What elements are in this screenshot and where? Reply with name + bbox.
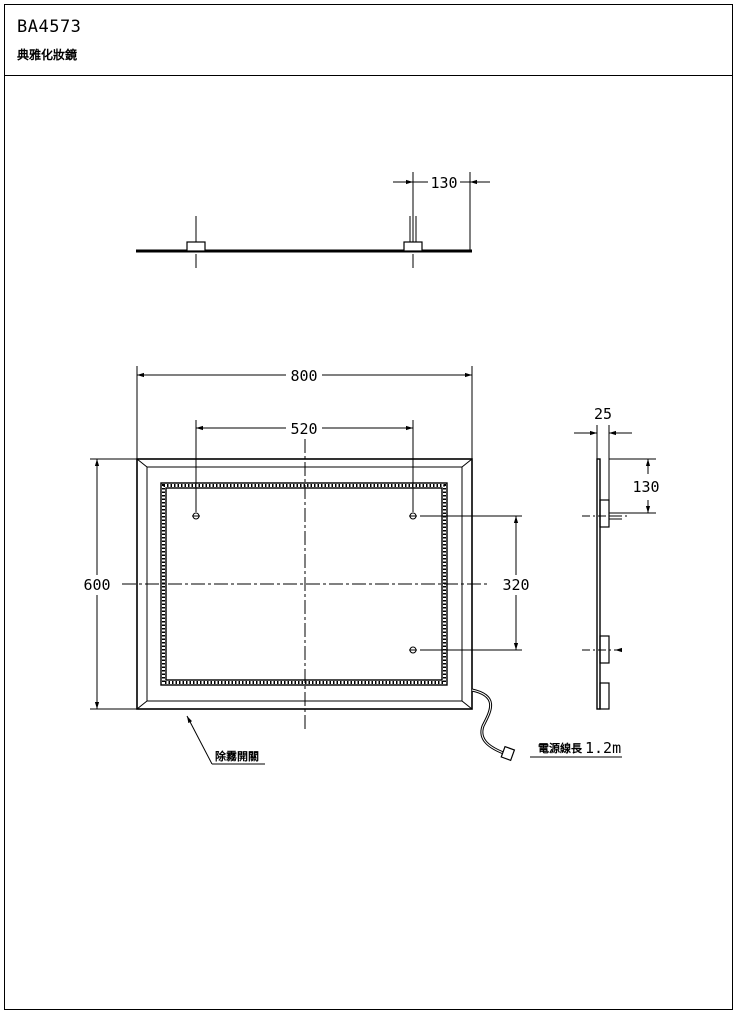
cord-label: 電源線長 [538, 741, 583, 755]
model-code: BA4573 [17, 17, 82, 37]
dim-top-offset: 130 [430, 174, 457, 192]
title-block: BA4573 典雅化妝鏡 [5, 5, 732, 76]
top-view [136, 172, 490, 268]
dim-overall-height: 600 [83, 576, 110, 594]
dim-hook-vertical-spacing: 320 [502, 576, 529, 594]
dim-overall-width: 800 [290, 367, 317, 385]
cord-length: 1.2m [585, 739, 621, 757]
dim-side-depth: 25 [594, 405, 612, 423]
defog-switch-label: 除霧開關 [215, 749, 259, 763]
dim-hook-spacing: 520 [290, 420, 317, 438]
drawing-sheet: BA4573 典雅化妝鏡 [4, 4, 733, 1010]
dim-side-offset: 130 [632, 478, 659, 496]
front-view [90, 366, 622, 765]
side-view [574, 425, 656, 710]
product-name: 典雅化妝鏡 [17, 48, 78, 62]
